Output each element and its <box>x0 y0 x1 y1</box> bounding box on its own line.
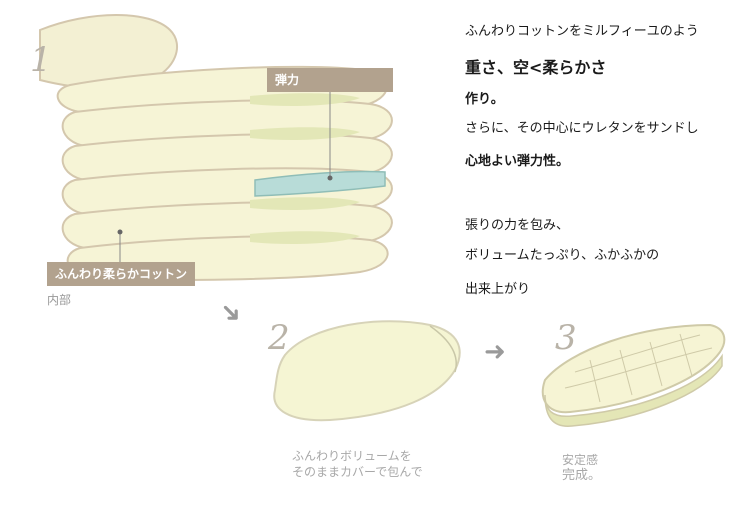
step2-cushion <box>273 320 461 422</box>
arrow-right-icon: ➜ <box>484 337 506 367</box>
step3-caption-line-2: 完成。 <box>562 468 602 483</box>
description-line-7: ボリュームたっぷり、ふかふかの <box>465 248 660 263</box>
step3-cushion <box>541 323 726 427</box>
cotton-label: ふんわり柔らかコットン <box>47 262 196 286</box>
step-number-2: 2 <box>268 318 290 358</box>
description-line-6: 張りの力を包み、 <box>465 218 570 233</box>
description-line-4: さらに、その中心にウレタンをサンドし <box>465 121 699 136</box>
inner-label: 内部 <box>47 293 72 307</box>
cotton-inner-cores <box>250 93 360 244</box>
step-number-1: 1 <box>30 40 52 80</box>
cotton-layer-stack <box>39 14 393 281</box>
description-line-8: 出来上がり <box>465 282 531 297</box>
step3-caption-line-1: 安定感 <box>562 453 599 467</box>
urethane-layer <box>254 170 386 197</box>
elastic-label: 弾力 <box>267 68 393 92</box>
description-line-1: ふんわりコットンをミルフィーユのよう <box>465 24 699 39</box>
description-line-2: 重さ、空<柔らかさ <box>465 58 607 77</box>
step-number-3: 3 <box>555 318 577 358</box>
description-line-5: 心地よい弾力性。 <box>465 154 570 169</box>
description-line-3: 作り。 <box>465 92 504 107</box>
step2-caption-line-2: そのままカバーで包んで <box>292 465 423 479</box>
step2-caption-line-1: ふんわりボリュームを <box>292 449 412 463</box>
